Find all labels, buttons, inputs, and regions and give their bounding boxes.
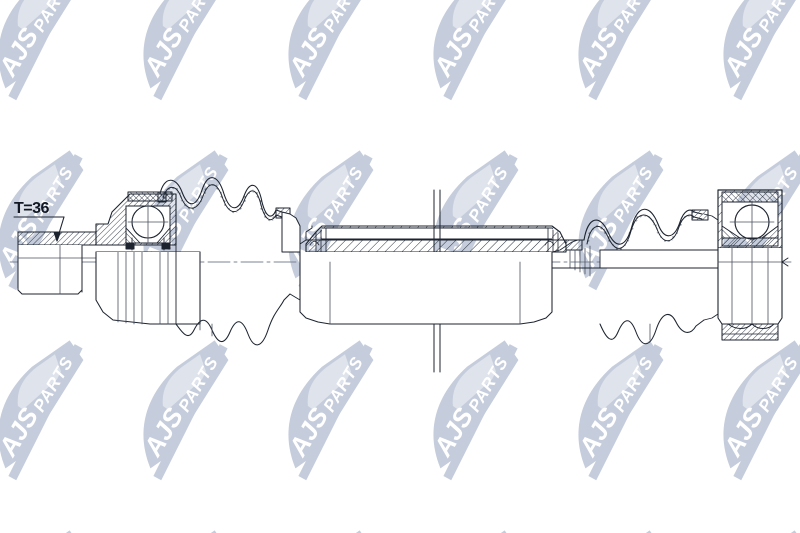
- spline-callout-label: T=36: [14, 200, 50, 217]
- inner-boot-clamp-large: [691, 209, 709, 221]
- inner-boot-clamp-small: [565, 239, 583, 251]
- outer-cv-joint-housing: [95, 191, 201, 325]
- inner-rubber-boot: [583, 208, 709, 345]
- inner-shaft-splines: [703, 213, 719, 321]
- intermediate-shaft: [281, 189, 567, 373]
- outer-boot-clamp-small: [157, 191, 167, 203]
